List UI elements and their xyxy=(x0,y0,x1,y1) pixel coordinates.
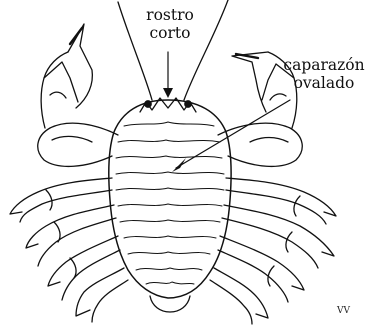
caparazon-ovalado-label: caparazón ovalado xyxy=(268,56,380,92)
rostro-label-line2: corto xyxy=(138,24,202,42)
right-eye xyxy=(185,101,191,107)
left-cheliped xyxy=(38,24,118,166)
left-eye xyxy=(145,101,151,107)
caparazon-label-line2: ovalado xyxy=(268,74,380,92)
rostro-arrowhead xyxy=(163,88,173,98)
rostro-corto-label: rostro corto xyxy=(138,6,202,42)
caparazon-label-line1: caparazón xyxy=(268,56,380,74)
carapace-striations xyxy=(116,122,224,284)
caparazon-arrowhead xyxy=(172,158,186,172)
artist-signature: VV xyxy=(337,306,350,316)
right-walking-legs xyxy=(210,178,336,324)
rostro-label-line1: rostro xyxy=(138,6,202,24)
